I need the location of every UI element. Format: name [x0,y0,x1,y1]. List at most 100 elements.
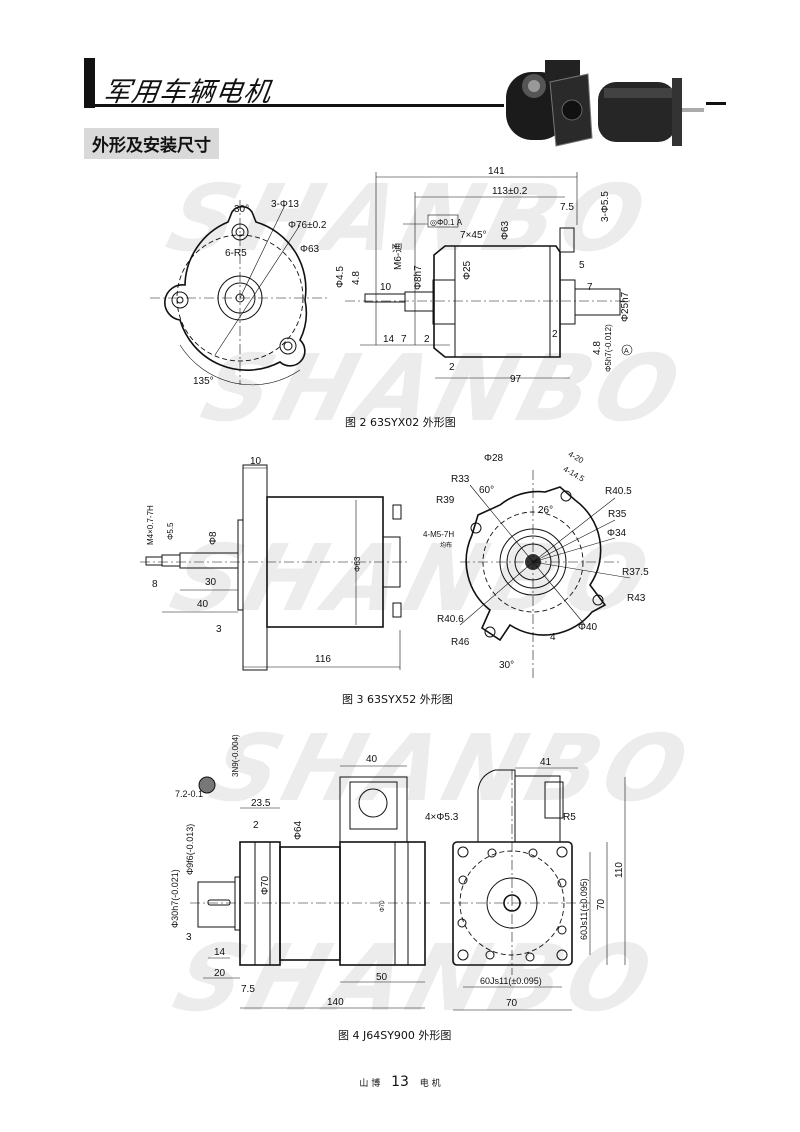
svg-text:SHANBO: SHANBO [157,166,661,273]
fig2-dim-7-5: 7.5 [560,202,574,213]
fig3-dim-4: 4 [550,632,556,643]
fig4-dim-110: 110 [614,862,625,878]
fig2-thread-m6: M6-通 [392,243,404,270]
fig4-dim-7-2: 7.2-0.1 [175,789,203,799]
fig3-angle-26: 26° [538,505,553,516]
fig2-dim-97: 97 [510,374,522,385]
fig2-dim-7: 7 [401,334,407,345]
fig3-r35: R35 [608,509,627,520]
fig2-side-view: 141 113±0.2 7.5 3-Φ5.5 ◎Φ0.1 A 7×45° Φ63… [335,166,633,385]
fig2-dim-2a: 2 [424,334,430,345]
fig4-side-view: 40 3N9(-0.004) 7.2-0.1 23.5 2 Φ64 Φ9f6(-… [170,734,430,1009]
fig3-angle-60: 60° [479,485,494,496]
fig3-dia-63: Φ63 [353,556,362,572]
svg-text:SHANBO: SHANBO [200,716,704,823]
fig3-dia-34: Φ34 [607,528,627,539]
fig4-dia-64: Φ64 [293,820,304,840]
fig2-dim-2b: 2 [552,329,558,340]
fig3-front-view: Φ28 R33 60° R39 4-M5-7H 均布 26° 4-20 4-14… [423,449,649,680]
fig4-dim-70-horizontal: 70 [506,998,518,1009]
fig4-dim-20: 20 [214,968,226,979]
fig4-dim-23-5: 23.5 [251,798,271,809]
fig3-r40-5: R40.5 [605,486,632,497]
fig2-dim-2c: 2 [449,362,455,373]
fig4-dia-70: Φ70 [260,875,271,895]
fig3-r33: R33 [451,474,470,485]
header-accent-bar [84,58,95,108]
fig4-caption: 图 4 J64SY900 外形图 [338,1029,451,1042]
fig3-thread-note: 均布 [440,541,452,549]
fig4-dim-7-5: 7.5 [241,984,255,995]
header-rule [84,104,504,107]
fig4-dim-3: 3 [186,932,192,943]
fig4-dim-40: 40 [366,754,378,765]
fig3-dim-3: 3 [216,624,222,635]
fig3-angle-30: 30° [499,660,514,671]
fig2-dim-5: 5 [579,260,585,271]
fig4-60js11-horizontal: 60Js11(±0.095) [480,976,542,986]
fig3-r39: R39 [436,495,455,506]
fig3-r46: R46 [451,637,470,648]
fig4-key-3n9: 3N9(-0.004) [231,734,240,777]
motor-product-photo [506,60,726,147]
fig4-dia-70-small: Φ70 [380,900,386,912]
fig4-dim-50: 50 [376,972,388,983]
fig4-dim-14: 14 [214,947,226,958]
fig3-caption: 图 3 63SYX52 外形图 [342,693,453,706]
fig2-chamfer: 7×45° [460,230,487,241]
fig2-datum-a: A [624,348,629,355]
fig2-tolerance-frame: ◎Φ0.1 A [430,218,463,227]
fig2-dia-63-side: Φ63 [500,220,511,240]
fig4-dia-9f6: Φ9f6(-0.013) [185,824,195,875]
fig4-holes-4x5-3: 4×Φ5.3 [425,812,459,823]
fig2-dim-4-8b: 4.8 [592,341,603,355]
fig3-dim-40: 40 [197,599,209,610]
footer-category: 电 机 [419,1079,441,1089]
fig2-dim-4-8: 4.8 [351,271,362,285]
fig3-thread-m4: M4×0.7-7H [146,505,155,545]
fig3-dia-28: Φ28 [484,453,504,464]
fig2-dim-10: 10 [380,282,392,293]
fig2-dia-8h7: Φ8h7 [413,265,424,290]
fig2-dia-4-5: Φ4.5 [335,266,346,288]
fig2-holes-3x13: 3-Φ13 [271,199,299,210]
fig2-dia-5h7: Φ5h7(-0.012) [604,324,613,372]
fig4-r5: R5 [563,812,576,823]
fig4-dim-41: 41 [540,757,552,768]
fig2-pcd-76: Φ76±0.2 [288,220,327,231]
fig2-front-view: 30° 3-Φ13 Φ76±0.2 Φ63 6-R5 135° [150,199,330,387]
fig3-side-view: 10 Φ8 Φ63 M4×0.7-7H Φ5.5 8 30 40 3 116 [140,456,410,671]
fig2-angle-135: 135° [193,376,214,387]
fig3-width-4x14-5: 4-14.5 [562,464,587,483]
svg-text:SHANBO: SHANBO [163,926,667,1033]
fig2-dim-113: 113±0.2 [492,186,528,197]
fig3-dim-30: 30 [205,577,217,588]
fig3-dim-116: 116 [315,654,331,665]
fig2-dim-7-right: 7 [587,282,593,293]
fig2-dim-14: 14 [383,334,395,345]
fig2-dim-141: 141 [488,166,505,177]
fig3-width-4x20: 4-20 [567,449,586,465]
footer-brand: 山 博 [359,1079,381,1089]
fig4-dia-30h7: Φ30h7(-0.021) [170,869,180,928]
fig3-dim-8: 8 [152,579,158,590]
fig3-dia-40: Φ40 [578,622,598,633]
fig3-r37-5: R37.5 [622,567,649,578]
fig2-holes-3x5-5: 3-Φ5.5 [600,191,611,222]
fig4-dim-2: 2 [253,820,259,831]
fig4-front-view: 41 4×Φ5.3 R5 60Js11(±0.095) 70 110 60Js1… [425,757,626,1011]
fig3-r40-6: R40.6 [437,614,464,625]
fig3-dim-10: 10 [250,456,262,467]
fig2-caption: 图 2 63SYX02 外形图 [345,416,456,429]
svg-text:SHANBO: SHANBO [160,526,664,633]
page-footer: 山 博 13 电 机 [0,1074,800,1090]
fig4-60js11-vertical: 60Js11(±0.095) [579,878,589,940]
fig3-dia-5-5: Φ5.5 [166,522,175,540]
page-number: 13 [391,1074,409,1090]
fig2-angle-30: 30° [234,204,249,215]
fig4-dim-140: 140 [327,997,344,1008]
fig3-r43: R43 [627,593,646,604]
fig2-radius-6r5: 6-R5 [225,248,247,259]
section-heading: 外形及安装尺寸 [84,128,219,159]
